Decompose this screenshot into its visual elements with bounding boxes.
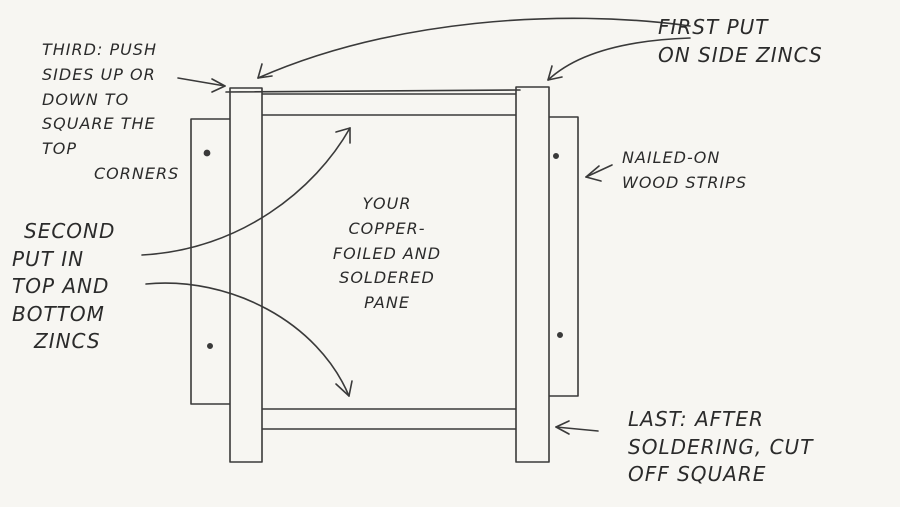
first-note: FIRST PUT ON SIDE ZINCS	[658, 15, 823, 67]
arrow-third	[177, 77, 226, 87]
nail	[203, 149, 211, 157]
arrow-first-left	[257, 17, 691, 79]
third-note: THIRD: PUSH SIDES UP OR DOWN TO SQUARE T…	[42, 40, 180, 183]
wood-strips-note: NAILED-ON WOOD STRIPS	[622, 148, 747, 192]
arrowhead	[335, 380, 353, 397]
right-side-zinc	[515, 86, 550, 463]
nail	[556, 331, 563, 338]
pane-label: YOUR COPPER- FOILED AND SOLDERED PANE	[332, 194, 442, 313]
bottom-zinc	[233, 408, 525, 430]
arrowhead	[555, 420, 570, 435]
top-zinc	[233, 93, 525, 116]
arrow-second-top	[141, 127, 351, 256]
nail	[552, 153, 559, 160]
last-note: LAST: AFTER SOLDERING, CUT OFF SQUARE	[628, 407, 814, 487]
second-note: SECOND PUT IN TOP AND BOTTOM ZINCS	[12, 219, 116, 354]
left-side-zinc	[229, 87, 263, 463]
arrow-wood-strips	[585, 164, 613, 178]
arrowhead	[547, 65, 563, 81]
arrowhead	[211, 78, 226, 93]
top-edge-line	[225, 89, 521, 93]
nail	[207, 342, 214, 349]
arrowhead	[585, 165, 602, 182]
arrow-last	[555, 426, 599, 432]
arrowhead	[257, 63, 273, 79]
arrowhead	[335, 127, 351, 144]
arrow-first-right	[547, 37, 691, 81]
arrow-second-bottom	[145, 282, 350, 397]
